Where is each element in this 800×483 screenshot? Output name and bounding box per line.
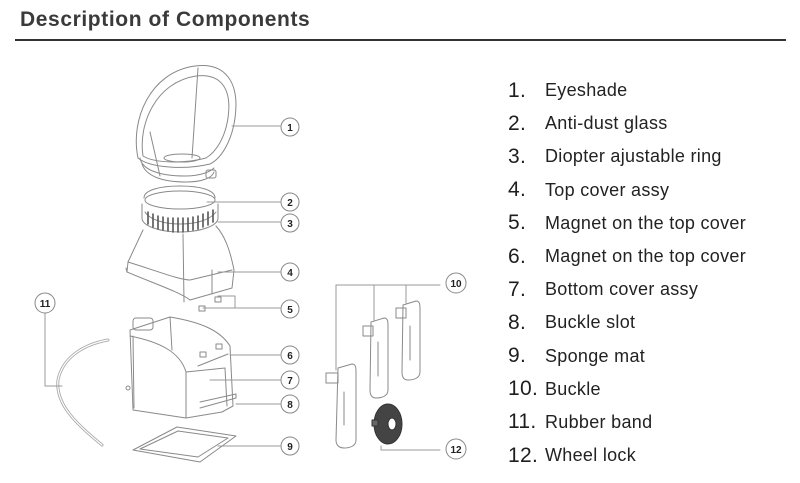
item-number: 1.: [508, 78, 527, 102]
item-name: Buckle: [545, 378, 601, 399]
item-number: 12.: [508, 443, 539, 467]
callout-label: 9: [287, 442, 293, 453]
page-title: Description of Components: [20, 8, 311, 31]
callout-7: 7: [280, 370, 300, 390]
callout-2: 2: [280, 192, 300, 212]
callout-1: 1: [280, 117, 300, 137]
part-top-cover: [125, 225, 235, 303]
item-name: Sponge mat: [545, 345, 646, 366]
item-number: 6.: [508, 244, 527, 268]
title-underline: [15, 39, 786, 41]
callout-11: 11: [34, 292, 56, 314]
list-item: 5. Magnet on the top cover: [508, 207, 746, 240]
callout-9: 9: [280, 436, 300, 456]
item-name: Magnet on the top cover: [545, 212, 747, 233]
callout-label: 11: [40, 299, 51, 310]
item-name: Rubber band: [545, 411, 653, 432]
list-item: 6. Magnet on the top cover: [508, 240, 746, 273]
part-magnets-bottom: [197, 343, 229, 367]
list-item: 8. Buckle slot: [508, 306, 746, 339]
callout-label: 12: [450, 445, 462, 456]
list-item: 1. Eyeshade: [508, 74, 746, 107]
item-number: 5.: [508, 211, 527, 235]
part-wheel-lock: [371, 403, 403, 445]
part-magnets-top: [198, 296, 222, 312]
item-name: Magnet on the top cover: [545, 246, 747, 267]
part-sponge-mat: [132, 426, 237, 463]
callout-4: 4: [280, 262, 300, 282]
part-bottom-cover: [125, 316, 237, 419]
item-name: Top cover assy: [545, 179, 670, 200]
callout-6: 6: [280, 345, 300, 365]
part-buckles: [325, 300, 421, 449]
list-item: 3. Diopter ajustable ring: [508, 140, 746, 173]
callout-label: 3: [287, 219, 293, 230]
item-name: Diopter ajustable ring: [545, 146, 722, 167]
item-number: 7.: [508, 277, 527, 301]
component-list: 1. Eyeshade 2. Anti-dust glass 3. Diopter a…: [508, 74, 746, 472]
callout-12: 12: [445, 438, 467, 460]
callout-label: 4: [287, 268, 293, 279]
item-number: 10.: [508, 377, 539, 401]
callout-label: 7: [287, 376, 293, 387]
list-item: 12. Wheel lock: [508, 439, 746, 472]
item-number: 11.: [508, 410, 537, 434]
part-rubber-band: [56, 338, 110, 447]
callout-label: 6: [287, 351, 293, 362]
callout-label: 2: [287, 198, 293, 209]
list-item: 9. Sponge mat: [508, 340, 746, 373]
list-item: 2. Anti-dust glass: [508, 107, 746, 140]
part-glass-and-ring: [141, 185, 219, 233]
callout-label: 1: [287, 123, 293, 134]
item-number: 9.: [508, 344, 527, 368]
leader-lines: [44, 125, 441, 451]
callout-3: 3: [280, 213, 300, 233]
callout-label: 8: [287, 400, 293, 411]
callout-label: 5: [287, 305, 293, 316]
item-number: 2.: [508, 111, 527, 135]
callout-label: 10: [450, 279, 462, 290]
callouts: 1 2 3 4 5 6 7 8 9 10 11 12: [34, 117, 467, 460]
item-name: Anti-dust glass: [545, 113, 668, 134]
item-name: Wheel lock: [545, 445, 637, 466]
callout-10: 10: [445, 272, 467, 294]
list-item: 11. Rubber band: [508, 406, 746, 439]
item-name: Buckle slot: [545, 312, 636, 333]
item-number: 3.: [508, 144, 527, 168]
part-eyeshade: [135, 65, 237, 183]
callout-8: 8: [280, 394, 300, 414]
list-item: 7. Bottom cover assy: [508, 273, 746, 306]
list-item: 4. Top cover assy: [508, 174, 746, 207]
list-item: 10. Buckle: [508, 373, 746, 406]
callout-5: 5: [280, 299, 300, 319]
item-name: Eyeshade: [545, 80, 628, 101]
item-number: 8.: [508, 310, 527, 334]
item-number: 4.: [508, 178, 527, 202]
item-name: Bottom cover assy: [545, 279, 699, 300]
